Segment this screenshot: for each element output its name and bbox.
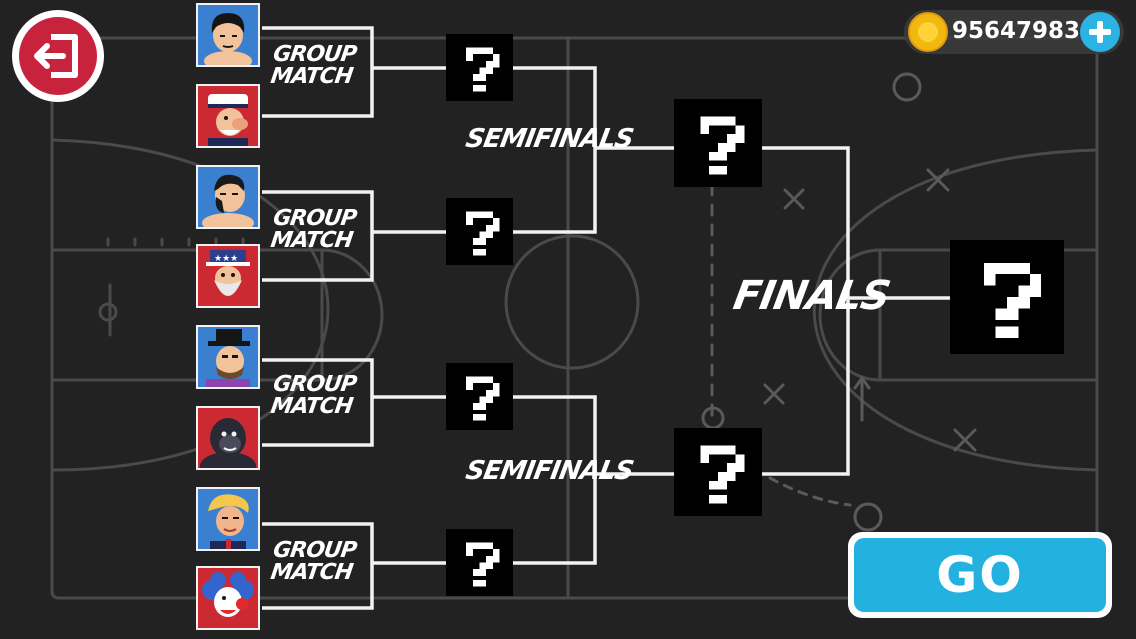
uncle-sam-icon: ★★★	[206, 250, 250, 296]
fighter-portrait-politician[interactable]	[196, 487, 260, 551]
svg-text:★★★: ★★★	[214, 254, 238, 264]
question-mark-icon	[466, 542, 500, 587]
round2-slot-4	[446, 529, 513, 596]
add-coins-button[interactable]	[1080, 12, 1120, 52]
fighter-portrait-sailor[interactable]	[196, 84, 260, 148]
fighter-portrait-top-hat[interactable]	[196, 325, 260, 389]
coin-amount: 95647983	[952, 18, 1081, 44]
semifinal-slot-bottom	[674, 428, 762, 516]
fighter-portrait-karate[interactable]	[196, 3, 260, 67]
semifinal-slot-top	[674, 99, 762, 187]
karate-fighter-icon	[204, 13, 252, 65]
back-button[interactable]	[12, 10, 104, 102]
round2-slot-1	[446, 34, 513, 101]
bald-brawler-icon	[202, 174, 254, 227]
semifinals-label-top: SEMIFINALS	[463, 124, 636, 154]
go-button-label: GO	[936, 546, 1024, 604]
top-hat-gentleman-icon	[206, 329, 250, 387]
clown-icon	[202, 572, 254, 617]
exit-door-arrow-icon	[34, 34, 78, 78]
blond-politician-icon	[208, 494, 249, 549]
semifinals-label-bottom: SEMIFINALS	[463, 456, 636, 486]
question-mark-icon	[700, 116, 745, 175]
question-mark-icon	[466, 47, 500, 92]
question-mark-icon	[700, 445, 745, 504]
round2-slot-2	[446, 198, 513, 265]
round2-slot-3	[446, 363, 513, 430]
final-slot	[950, 240, 1064, 354]
question-mark-icon	[466, 211, 500, 256]
fighter-portrait-uncle-sam[interactable]: ★★★	[196, 244, 260, 308]
gold-coin-icon	[908, 12, 948, 52]
sailor-captain-icon	[208, 94, 248, 146]
go-button[interactable]: GO	[848, 532, 1112, 618]
fighter-portrait-brawler[interactable]	[196, 165, 260, 229]
question-mark-icon	[466, 376, 500, 421]
fighter-portrait-gorilla[interactable]	[196, 406, 260, 470]
finals-label: FINALS	[729, 273, 893, 319]
coin-counter: 95647983	[904, 10, 1124, 54]
fighter-portrait-clown[interactable]	[196, 566, 260, 630]
question-mark-icon	[984, 262, 1042, 339]
gorilla-icon	[200, 418, 256, 468]
